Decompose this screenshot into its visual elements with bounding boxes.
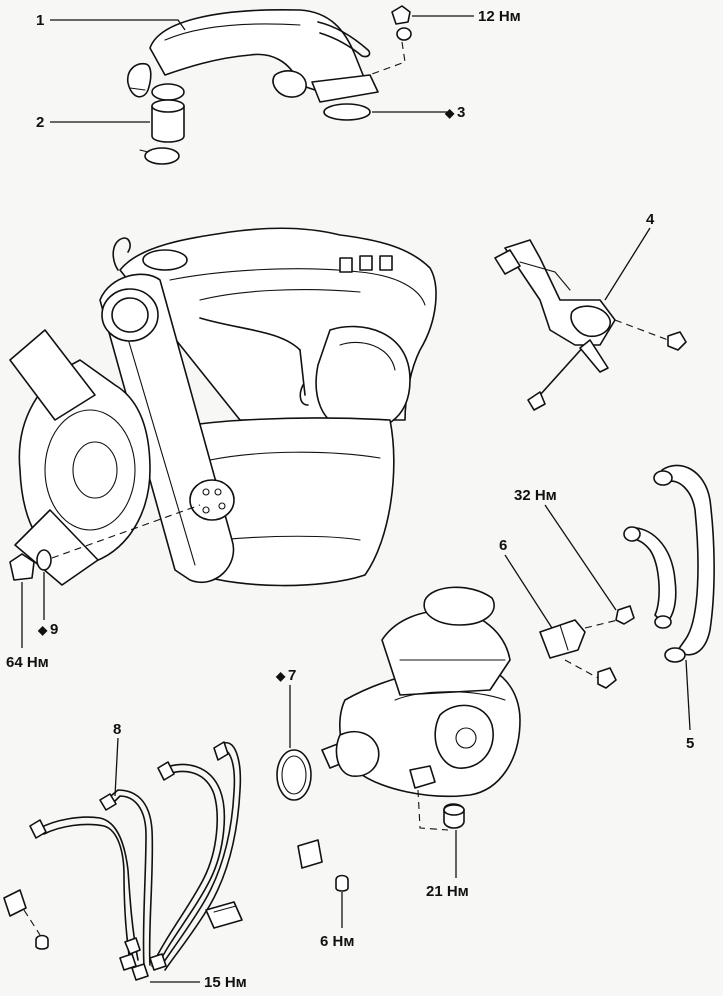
callout-4: 4 bbox=[646, 211, 655, 228]
part-1-water-bypass-pipe bbox=[126, 8, 379, 103]
callout-7: 7 bbox=[288, 667, 296, 684]
torque-32nm: 32 Нм bbox=[514, 487, 557, 504]
callout-labels: 1 2 ◆ 3 4 5 6 ◆ 7 8 ◆ 9 12 Нм 64 Нм 32 Н… bbox=[6, 8, 694, 991]
torque-21nm: 21 Нм bbox=[426, 883, 469, 900]
leader-lines bbox=[21, 15, 691, 983]
nut-21nm bbox=[443, 803, 465, 829]
torque-15nm: 15 Нм bbox=[204, 974, 247, 991]
callout-9-marker: ◆ bbox=[37, 623, 48, 637]
nut-12nm-top bbox=[371, 5, 412, 75]
callout-7-marker: ◆ bbox=[275, 669, 286, 683]
callout-9: 9 bbox=[50, 621, 58, 638]
part-8-injection-lines bbox=[29, 741, 242, 981]
callout-5: 5 bbox=[686, 735, 694, 752]
callout-8: 8 bbox=[113, 721, 121, 738]
part-3-gasket bbox=[323, 103, 371, 121]
callout-1: 1 bbox=[36, 12, 44, 29]
part-6-bracket-bolts bbox=[539, 605, 635, 689]
callout-6: 6 bbox=[499, 537, 507, 554]
injection-pump bbox=[321, 586, 521, 831]
torque-6nm: 6 Нм bbox=[320, 933, 354, 950]
torque-12nm: 12 Нм bbox=[478, 8, 521, 25]
callout-2: 2 bbox=[36, 114, 44, 131]
part-5-hoses bbox=[623, 464, 715, 663]
part-4-bracket bbox=[494, 239, 687, 411]
callout-3: 3 bbox=[457, 104, 465, 121]
engine-block bbox=[9, 227, 437, 587]
callout-3-marker: ◆ bbox=[444, 106, 455, 120]
bolt-64nm-washer-9 bbox=[9, 504, 201, 581]
part-2-hose-with-clamps bbox=[139, 83, 185, 165]
line-clamps bbox=[3, 839, 349, 950]
torque-64nm: 64 Нм bbox=[6, 654, 49, 671]
